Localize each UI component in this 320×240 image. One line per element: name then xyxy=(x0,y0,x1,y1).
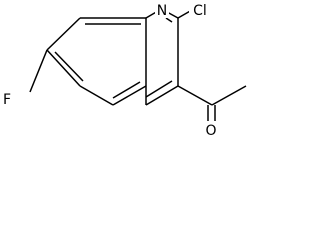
atom-labels: N Cl F O xyxy=(1,1,218,138)
molecule-structure: N Cl F O xyxy=(1,1,247,138)
bond-c8-c7 xyxy=(46,17,81,51)
bond-c7-c6 xyxy=(46,49,81,87)
bond-c6-f xyxy=(29,49,48,93)
fluorine-label: F xyxy=(3,92,11,108)
bond-c5-c4a-inner xyxy=(112,81,141,99)
bond-carbonyl-methyl xyxy=(211,85,247,106)
nitrogen-label: N xyxy=(157,3,167,19)
bond-c3-c4 xyxy=(145,85,179,106)
bond-c3-c4-inner xyxy=(145,80,173,98)
oxygen-label: O xyxy=(205,123,216,138)
substituents xyxy=(29,9,247,126)
benzo-ring xyxy=(46,17,147,106)
bond-c7-c6-inner xyxy=(54,51,84,82)
bond-c3-carbonyl xyxy=(177,85,213,106)
bond-c6-c5 xyxy=(79,85,114,106)
bond-n1-c2-inner xyxy=(165,17,173,23)
pyridine-ring xyxy=(145,10,179,106)
bond-c5-c4a xyxy=(112,85,147,106)
chlorine-label: Cl xyxy=(193,3,207,19)
